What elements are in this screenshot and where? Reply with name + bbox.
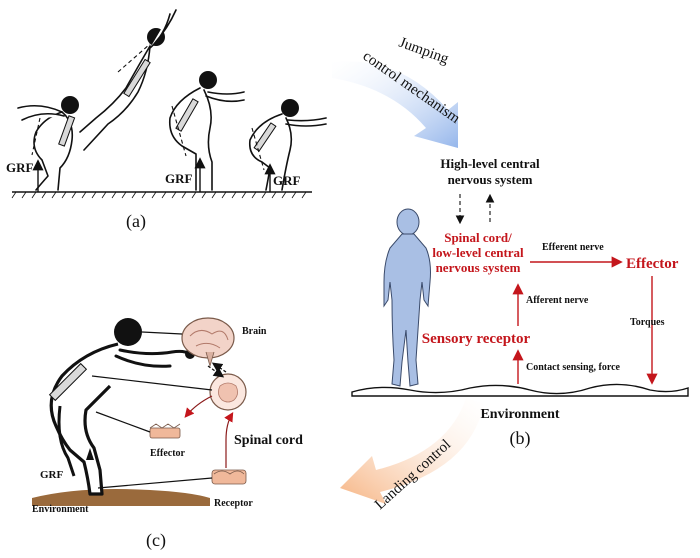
receptor-icon bbox=[211, 469, 247, 485]
brain-connector-line bbox=[141, 331, 183, 335]
effector-label-c: Effector bbox=[150, 448, 186, 459]
panel-a: GRF GRF GRF (a) bbox=[6, 9, 327, 232]
high-level-cns-line-1: High-level central bbox=[440, 156, 540, 171]
panel-b-label: (b) bbox=[510, 428, 531, 449]
grf-label-1: GRF bbox=[6, 160, 34, 175]
spinal-cord-line-2: low-level central bbox=[432, 245, 524, 260]
effector-label: Effector bbox=[626, 256, 679, 272]
panel-a-label: (a) bbox=[126, 211, 146, 232]
grf-label-2: GRF bbox=[165, 171, 193, 186]
jumper-crouch-figure bbox=[168, 71, 245, 192]
grf-label-c: GRF bbox=[40, 469, 64, 481]
effector-muscle-icon bbox=[149, 423, 181, 439]
panel-c-label: (c) bbox=[146, 530, 166, 551]
jumper-squat-figure bbox=[17, 96, 79, 192]
afferent-nerve-label: Afferent nerve bbox=[526, 295, 589, 306]
environment-ground bbox=[351, 383, 689, 397]
jumper-landing-figure bbox=[248, 99, 327, 192]
spine-connector-line bbox=[91, 375, 213, 391]
panel-c: Environment GRF Brain Spina bbox=[32, 317, 303, 551]
brain-to-cord-dashed-arrow bbox=[207, 365, 225, 378]
brain-illustration bbox=[181, 317, 235, 368]
panel-b: High-level central nervous system Spinal… bbox=[351, 156, 689, 449]
jumper-airborne-figure bbox=[79, 9, 177, 151]
cord-to-effector-arrow bbox=[184, 395, 213, 418]
spinal-cord-line-1: Spinal cord/ bbox=[444, 230, 512, 245]
jumping-arrow-label-1: Jumping bbox=[397, 35, 451, 68]
spinal-cord-label: Spinal cord bbox=[234, 433, 303, 448]
efferent-nerve-label: Efferent nerve bbox=[542, 242, 604, 253]
contact-sensing-label: Contact sensing, force bbox=[526, 362, 621, 373]
receptor-label: Receptor bbox=[214, 498, 253, 509]
crouched-human-figure bbox=[48, 318, 195, 496]
spinal-cord-illustration bbox=[209, 373, 247, 411]
grf-label-3: GRF bbox=[273, 173, 301, 188]
effector-connector-line bbox=[95, 411, 151, 433]
receptor-connector-line bbox=[97, 477, 213, 489]
sensory-receptor-label: Sensory receptor bbox=[422, 331, 531, 347]
environment-label-c: Environment bbox=[32, 504, 89, 515]
human-body-silhouette bbox=[383, 208, 431, 387]
jumping-arrow: Jumping control mechanism bbox=[332, 35, 463, 148]
receptor-to-cord-arrow bbox=[224, 411, 234, 468]
ground-hatch bbox=[11, 191, 307, 199]
spinal-cord-line-3: nervous system bbox=[436, 260, 521, 275]
torques-label: Torques bbox=[630, 317, 665, 328]
brain-label: Brain bbox=[242, 326, 267, 337]
cord-to-brain-dashed-arrow bbox=[211, 362, 227, 373]
high-level-cns-line-2: nervous system bbox=[448, 172, 533, 187]
environment-ground-c bbox=[32, 489, 210, 506]
environment-label-b: Environment bbox=[480, 407, 559, 422]
landing-arrow: Landing control bbox=[340, 398, 484, 513]
